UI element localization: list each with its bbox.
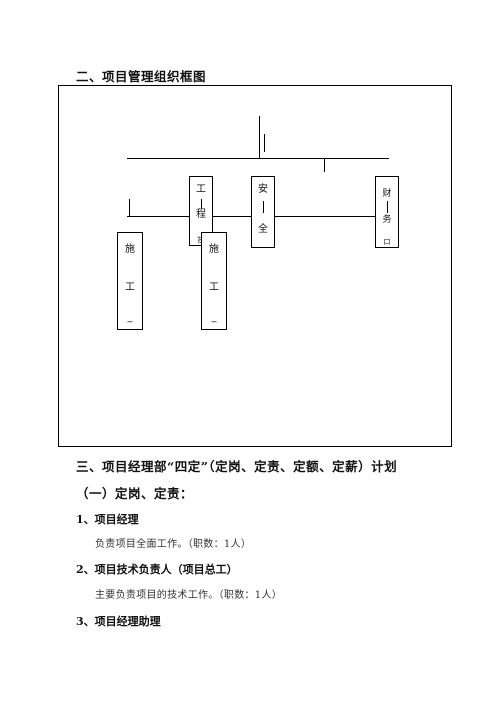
top-connector-tick bbox=[264, 134, 265, 152]
top-connector-line bbox=[259, 116, 260, 158]
box-char: 财 bbox=[382, 189, 392, 199]
org-chart-frame: 工 程 技 安 全 财 务 口 施 工 _ 施 工 _ bbox=[58, 85, 452, 447]
org-box-construction-1: 施 工 _ bbox=[117, 232, 143, 330]
box-char: 口 bbox=[383, 238, 391, 246]
upper-horizontal-line bbox=[127, 158, 389, 159]
org-box-safety: 安 全 bbox=[251, 176, 275, 248]
box-char: 安 bbox=[258, 184, 268, 195]
item-3-heading: 3、项目经理助理 bbox=[76, 615, 161, 628]
item-1-description: 负责项目全面工作。（职数：1人） bbox=[95, 539, 252, 550]
section-3-subtitle: （一）定岗、定责： bbox=[76, 486, 194, 501]
item-1-heading: 1、项目经理 bbox=[76, 513, 139, 526]
upper-drop-line bbox=[324, 158, 325, 172]
box-char: 施 bbox=[209, 244, 219, 255]
box-char: 务 bbox=[382, 215, 392, 225]
box-char: 工 bbox=[196, 184, 206, 195]
box-divider bbox=[201, 199, 202, 209]
left-drop-line bbox=[129, 199, 130, 217]
org-box-finance: 财 务 口 bbox=[375, 176, 399, 248]
section-3-title: 三、项目经理部“四定”（定岗、定责、定额、定薪）计划 bbox=[76, 459, 398, 474]
box-char: 工 bbox=[209, 282, 219, 293]
box-divider bbox=[263, 201, 264, 213]
box-char: 程 bbox=[196, 209, 206, 220]
box-char: 工 bbox=[125, 282, 135, 293]
box-char: 全 bbox=[258, 224, 268, 235]
item-2-heading: 2、项目技术负责人（项目总工） bbox=[76, 563, 238, 576]
box-divider bbox=[387, 201, 388, 213]
section-2-title: 二、项目管理组织框图 bbox=[76, 69, 207, 84]
item-2-description: 主要负责项目的技术工作。（职数：1人） bbox=[95, 590, 283, 601]
box-char: 施 bbox=[125, 244, 135, 255]
box-char: _ bbox=[211, 312, 217, 323]
box-char: _ bbox=[127, 312, 133, 323]
org-box-construction-2: 施 工 _ bbox=[201, 232, 227, 330]
